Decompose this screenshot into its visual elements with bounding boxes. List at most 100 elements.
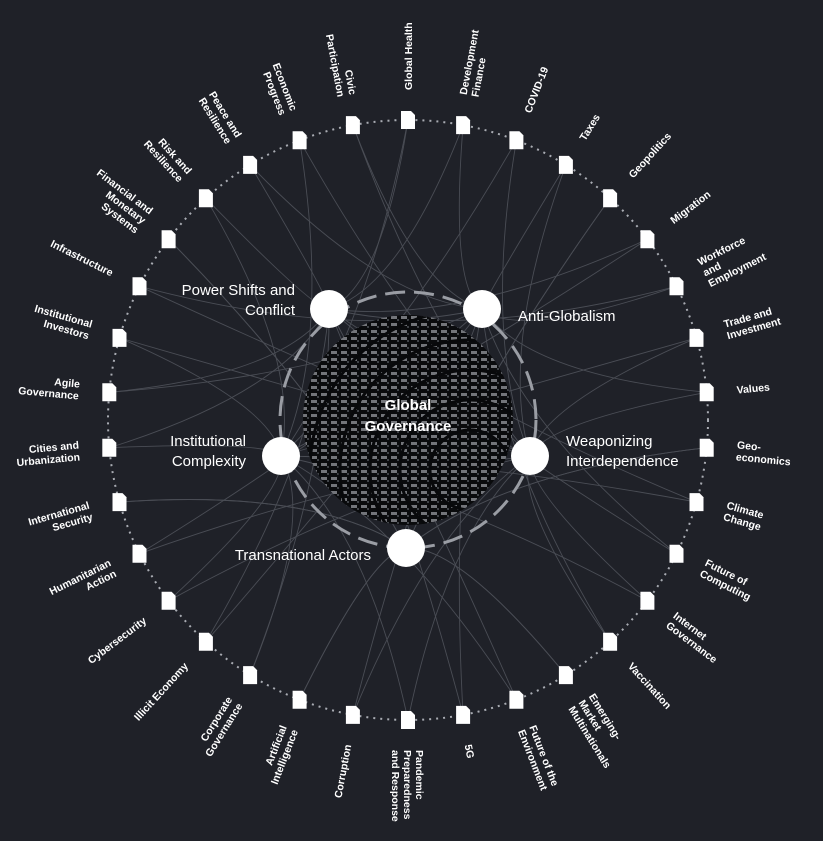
inner-ring: [278, 290, 538, 550]
key-issue-label-line: Conflict: [245, 302, 296, 319]
topic-node-corruption[interactable]: Corruption: [333, 705, 360, 799]
topic-label: Values: [736, 382, 770, 397]
key-issue-label-line: Transnational Actors: [235, 547, 371, 564]
topic-label-line: Cities and: [28, 439, 79, 456]
topic-node-cities-and-urbanization[interactable]: Cities andUrbanization: [15, 438, 117, 470]
connection-line: [481, 164, 567, 310]
topic-label-line: and Response: [389, 750, 401, 822]
topic-node-taxes[interactable]: Taxes: [558, 112, 603, 174]
topic-label: Migration: [668, 189, 713, 227]
key-issue-circle: [511, 437, 549, 475]
document-icon: [689, 328, 704, 347]
topic-node-pandemic-preparedness-and-response[interactable]: PandemicPreparednessand Response: [389, 711, 425, 822]
document-icon: [640, 591, 655, 610]
topic-node-international-security[interactable]: InternationalSecurity: [27, 493, 127, 540]
topic-label: Illicit Economy: [132, 660, 191, 723]
document-icon: [198, 189, 213, 208]
document-icon: [603, 189, 618, 208]
topic-label: Future of theEnvironment: [515, 724, 561, 793]
topic-node-institutional-investors[interactable]: InstitutionalInvestors: [30, 303, 127, 347]
connection-line: [249, 308, 330, 676]
document-icon: [102, 438, 117, 457]
connection-line: [405, 547, 567, 676]
topic-node-peace-and-resilience[interactable]: Peace andResilience: [196, 89, 258, 174]
key-issue-label-line: Institutional: [170, 433, 246, 450]
topic-node-agile-governance[interactable]: AgileGovernance: [18, 373, 117, 403]
topic-label: Global Health: [403, 22, 415, 90]
topic-node-global-health[interactable]: Global Health: [401, 22, 415, 129]
document-icon: [456, 116, 471, 135]
topic-label: AgileGovernance: [18, 373, 81, 403]
topic-node-migration[interactable]: Migration: [640, 189, 713, 249]
topic-label-line: COVID-19: [523, 65, 552, 115]
key-issue-transnational-actors[interactable]: Transnational Actors: [235, 529, 425, 567]
topic-label: InternationalSecurity: [27, 500, 94, 540]
topic-label: EconomicProgress: [259, 62, 300, 118]
topic-label: ClimateChange: [722, 500, 766, 534]
document-icon: [640, 230, 655, 249]
topic-label-line: Infrastructure: [48, 238, 115, 279]
topic-node-climate-change[interactable]: ClimateChange: [689, 493, 766, 534]
connection-line: [405, 547, 567, 676]
connection-line: [481, 308, 677, 555]
topic-node-trade-and-investment[interactable]: Trade andInvestment: [689, 304, 783, 347]
topic-label-line: Cybersecurity: [86, 615, 149, 667]
topic-label-line: Geo-: [737, 439, 762, 453]
topic-label-line: Urbanization: [16, 451, 80, 469]
document-icon: [558, 155, 573, 174]
topic-node-geopolitics[interactable]: Geopolitics: [603, 130, 675, 208]
key-issue-circle: [310, 290, 348, 328]
topic-node-future-of-the-environment[interactable]: Future of theEnvironment: [509, 690, 561, 793]
center-title-line: Global: [385, 397, 432, 414]
topic-node-development-finance[interactable]: DevelopmentFinance: [456, 28, 494, 135]
topic-node-internet-governance[interactable]: InternetGovernance: [640, 591, 726, 666]
topic-node-financial-and-monetary-systems[interactable]: Financial andMonetarySystems: [80, 167, 176, 249]
topic-label: Geopolitics: [627, 130, 675, 180]
topic-label-line: economics: [735, 451, 791, 468]
document-icon: [699, 438, 714, 457]
key-issue-label-line: Complexity: [172, 453, 247, 470]
topic-node-emerging-market-multinationals[interactable]: Emerging-MarketMultinationals: [558, 666, 634, 771]
document-icon: [243, 155, 258, 174]
topic-label: Financial andMonetarySystems: [80, 167, 155, 236]
connection-line: [205, 198, 285, 457]
topic-label: DevelopmentFinance: [458, 28, 494, 98]
key-issue-anti-globalism[interactable]: Anti-Globalism: [463, 290, 616, 328]
topic-label-line: Governance: [18, 385, 80, 403]
topic-node-cybersecurity[interactable]: Cybersecurity: [86, 591, 176, 667]
topic-label: Taxes: [577, 112, 603, 143]
topic-node-values[interactable]: Values: [699, 382, 771, 402]
topic-node-covid-19[interactable]: COVID-19: [509, 65, 552, 150]
topic-label-line: Civic: [342, 69, 358, 96]
topic-node-future-of-computing[interactable]: Future ofComputing: [669, 544, 758, 604]
connection-line: [481, 308, 707, 393]
topic-label-line: Values: [736, 382, 770, 397]
topic-label-line: Agile: [54, 376, 81, 390]
document-icon: [689, 493, 704, 512]
topic-node-humanitarian-action[interactable]: HumanitarianAction: [48, 544, 147, 609]
topic-node-infrastructure[interactable]: Infrastructure: [48, 238, 147, 296]
connection-line: [502, 140, 531, 457]
connection-line: [109, 308, 330, 449]
connection-line: [407, 455, 531, 721]
topic-node-geo-economics[interactable]: Geo-economics: [699, 438, 793, 469]
topic-label: PandemicPreparednessand Response: [389, 750, 425, 822]
topic-node-economic-progress[interactable]: EconomicProgress: [259, 62, 307, 150]
topic-node-corporate-governance[interactable]: CorporateGovernance: [193, 666, 258, 759]
topic-node-illicit-economy[interactable]: Illicit Economy: [132, 632, 213, 724]
topic-label-line: Corruption: [333, 743, 355, 799]
document-icon: [509, 690, 524, 709]
topic-node-5g[interactable]: 5G: [456, 705, 476, 760]
topic-node-civic-participation[interactable]: CivicParticipation: [323, 31, 360, 135]
topic-node-risk-and-resilience[interactable]: Risk andResilience: [141, 130, 213, 208]
document-icon: [699, 383, 714, 402]
topic-node-workforce-and-employment[interactable]: WorkforceandEmployment: [669, 229, 769, 296]
topic-node-vaccination[interactable]: Vaccination: [603, 632, 673, 712]
topic-node-artificial-intelligence[interactable]: ArtificialIntelligence: [258, 690, 307, 787]
topic-label-line: Migration: [668, 189, 713, 227]
